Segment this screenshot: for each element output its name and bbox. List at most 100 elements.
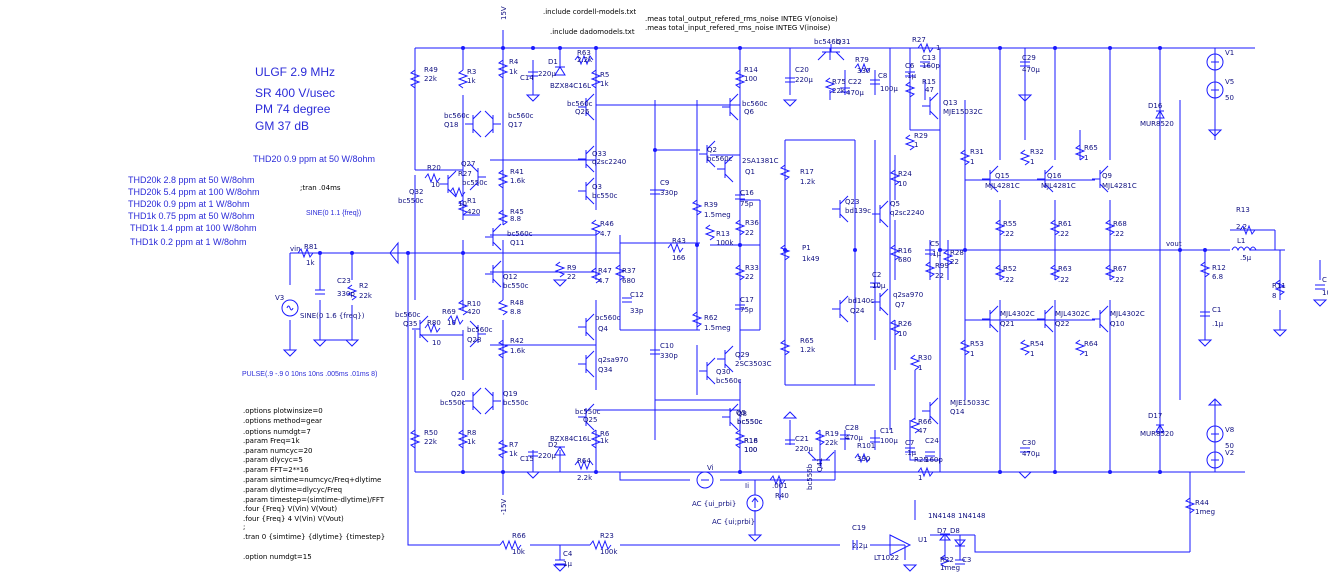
label-Q32m: bc550c <box>398 197 424 205</box>
label-R67: R67 <box>1113 265 1127 273</box>
label-R4: R4 <box>509 58 519 66</box>
ac-ui2: AC {ui;prbi} <box>712 518 755 526</box>
label-R27v: 10 <box>458 200 467 208</box>
label-R50: R50 <box>424 429 438 437</box>
label-R64bv: 1 <box>1084 350 1088 358</box>
Q6-symbol <box>722 93 739 121</box>
Q33-symbol <box>578 145 595 173</box>
label-R16b: R16 <box>744 437 758 445</box>
label-Q18m: bc560c <box>444 112 470 120</box>
label-R68: R68 <box>1113 220 1127 228</box>
meas2: .meas total_input_refered_rms_noise INTE… <box>645 24 831 32</box>
label-Q23m: bd139c <box>845 207 871 215</box>
label-Q30m: bc560c <box>716 377 742 385</box>
label-R66bv: 10k <box>512 548 526 556</box>
label-D8: D8 <box>950 527 960 535</box>
label-R49: R49 <box>424 66 438 74</box>
label-C22v: 470µ <box>846 89 864 97</box>
label-R29v: 1 <box>914 141 918 149</box>
grounds <box>282 94 1328 572</box>
label-Q15: Q15 <box>995 172 1009 180</box>
option-line-0: .options plotwinsize=0 <box>243 407 323 415</box>
label-R39: R39 <box>704 201 718 209</box>
inductor-L1 <box>1231 246 1257 252</box>
label-R7v: 1k <box>509 450 518 458</box>
label-Q4: Q4 <box>598 325 609 333</box>
meas1: .meas total_output_refered_rms_noise INT… <box>645 15 838 23</box>
label-R65b: R65 <box>800 337 814 345</box>
label-R24: R24 <box>898 170 912 178</box>
label-P1v: 1k49 <box>802 255 819 263</box>
option-line-1: .options method=gear <box>243 417 322 425</box>
label-Q3m: bc550c <box>592 192 618 200</box>
label-C16v: 75p <box>740 200 754 208</box>
label-C24v: 160p <box>925 456 943 464</box>
option-line-15: .option numdgt=15 <box>243 553 312 561</box>
label-Q17: Q17 <box>508 121 522 129</box>
label-Q9m: MJL4281C <box>1102 182 1137 190</box>
label-C10: C10 <box>660 342 674 350</box>
label-D8m: 1N4148 <box>958 512 986 520</box>
option-line-9: .param timestep=(simtime-dlytime)/FFT <box>243 496 385 504</box>
label-Q21: Q21 <box>1000 320 1014 328</box>
label-Q3: Q3 <box>592 183 602 191</box>
Q15-symbol <box>982 165 999 193</box>
label-R11: R11 <box>1272 282 1286 290</box>
label-R40: R40 <box>775 492 789 500</box>
label-R40v: .001 <box>772 482 788 490</box>
label-R22: R22 <box>940 556 954 564</box>
capacitors <box>315 61 1325 565</box>
label-Q34: Q34 <box>598 366 613 374</box>
label-R23v: 100k <box>600 548 618 556</box>
label-R10: R10 <box>467 300 481 308</box>
Q11-symbol <box>485 223 502 251</box>
label-R63v: 2.2k <box>577 56 593 64</box>
label-C13v: 160p <box>922 62 940 70</box>
spec-list-1: THD20k 5.4 ppm at 100 W/8ohm <box>128 187 260 197</box>
label-R63: R63 <box>577 49 591 57</box>
Q25-symbol <box>578 403 595 431</box>
Q32-symbol <box>440 170 457 198</box>
label-R64b: R64 <box>1084 340 1098 348</box>
spec-list-4: THD1k 1.4 ppm at 100 W/8ohm <box>130 223 257 233</box>
label-R27b: R27 <box>912 36 926 44</box>
label-R55v: .22 <box>1003 230 1014 238</box>
label-R63bv: .22 <box>1058 276 1069 284</box>
label-R31: R31 <box>970 148 984 156</box>
label-R1: R1 <box>467 197 476 205</box>
label-R66: R66 <box>918 418 932 426</box>
Q27-symbol <box>469 163 486 191</box>
Q2-symbol <box>699 140 716 168</box>
label-Q10m: MJL4302C <box>1110 310 1145 318</box>
spec-sr: SR 400 V/usec <box>255 86 335 100</box>
label-C12v: 33p <box>630 307 644 315</box>
label-Q8: Q8 <box>737 410 747 418</box>
Q18-symbol <box>465 110 482 138</box>
label-Q32: Q32 <box>409 188 423 196</box>
Q35-symbol <box>412 315 429 343</box>
Q21-symbol <box>982 305 999 333</box>
Q41-symbol <box>807 451 835 468</box>
ii-label: Ii <box>745 482 749 490</box>
ac-ui: AC {ui_prbi} <box>692 500 736 508</box>
label-Q34m: q2sa970 <box>598 356 628 364</box>
label-R31v: 1 <box>970 158 974 166</box>
label-R64: R64 <box>577 457 591 465</box>
label-Q12: Q12 <box>503 273 517 281</box>
spec-list-0: THD20k 2.8 ppm at 50 W/8ohm <box>128 175 255 185</box>
label-R13b: R13 <box>716 230 730 238</box>
label-C10v: 330p <box>660 352 678 360</box>
label-R30v: 1 <box>918 364 922 372</box>
label-R9: R9 <box>567 264 576 272</box>
label-C20: C20 <box>795 66 809 74</box>
v1-label: V1 <box>1225 49 1234 57</box>
label-R46v: 4.7 <box>600 230 611 238</box>
label-R61: R61 <box>1058 220 1072 228</box>
label-R66v: 47 <box>918 427 927 435</box>
label-R69v: 10 <box>447 319 456 327</box>
label-R47: R47 <box>598 267 612 275</box>
label-R62b: R62 <box>704 314 718 322</box>
label-Q1m: 2SA1381C <box>742 157 779 165</box>
label-R101: R101 <box>857 442 875 450</box>
